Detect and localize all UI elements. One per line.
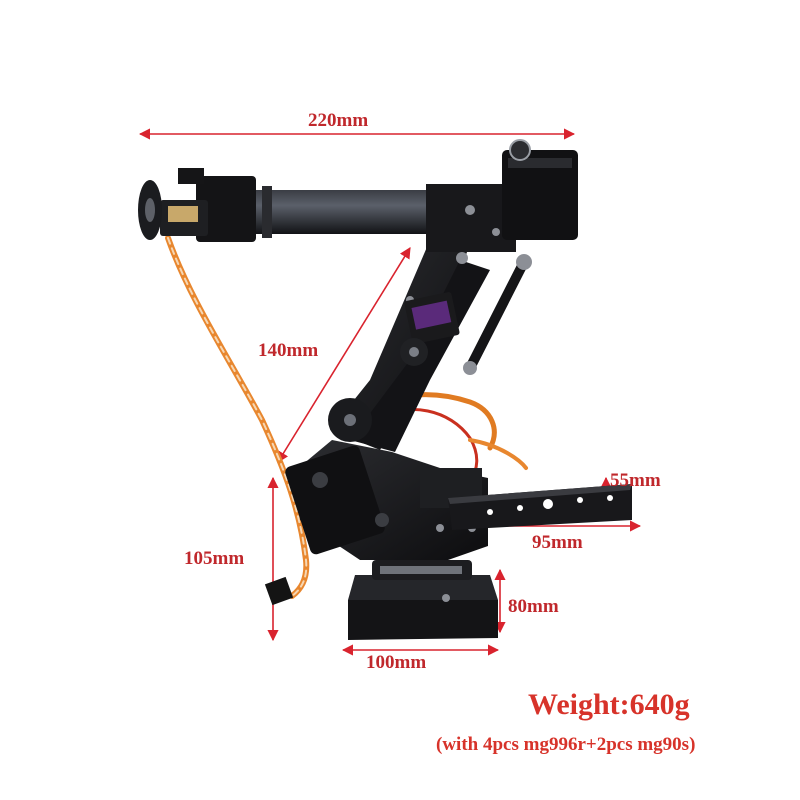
shoulder-servo bbox=[502, 139, 578, 240]
weight-note: (with 4pcs mg996r+2pcs mg90s) bbox=[436, 734, 696, 755]
diagonal-arrow bbox=[277, 247, 411, 463]
elbow-servo bbox=[400, 292, 460, 366]
weight-label: Weight:640g bbox=[528, 688, 690, 721]
parallel-linkage bbox=[463, 254, 532, 375]
plate-length-label: 95mm bbox=[532, 532, 583, 553]
arm-diagonal-label: 140mm bbox=[258, 340, 319, 361]
base-servo-assembly bbox=[285, 440, 488, 560]
gripper-plate bbox=[448, 484, 632, 530]
base-height-label: 105mm bbox=[184, 548, 245, 569]
base-depth-label: 80mm bbox=[508, 596, 559, 617]
plate-thickness-label: 55mm bbox=[610, 470, 661, 491]
base-width-label: 100mm bbox=[366, 652, 427, 673]
upper-arm bbox=[248, 184, 516, 252]
width-label: 220mm bbox=[308, 110, 369, 131]
robot-base bbox=[348, 560, 498, 640]
wrist-assembly bbox=[138, 168, 256, 242]
